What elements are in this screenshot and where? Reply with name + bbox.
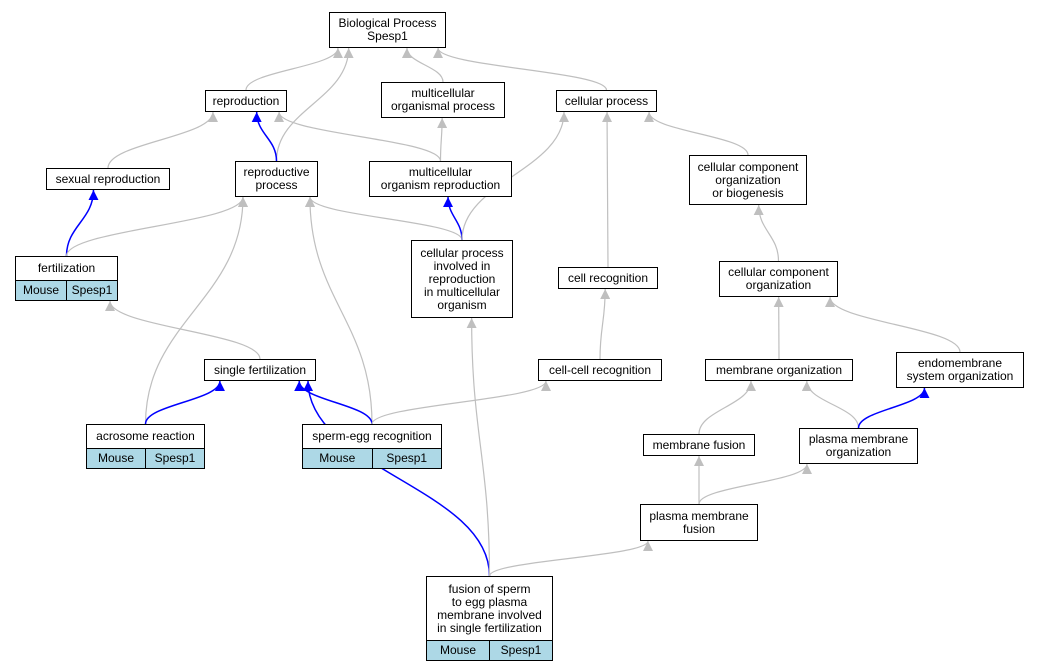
node-plasma-membrane-organization[interactable]: plasma membrane organization: [799, 428, 918, 464]
edge-reproductive-process-to-reproduction: [251, 111, 278, 162]
edge-cell-recognition-to-cellular-process: [602, 111, 613, 268]
annotation-row: Mouse Spesp1: [427, 640, 552, 660]
annotation-organism[interactable]: Mouse: [22, 283, 60, 297]
node-cell-recognition[interactable]: cell recognition: [558, 267, 658, 289]
edge-sperm-egg-recognition-to-single-fertilization: [294, 380, 373, 425]
edge-cellular-component-organization-to-cellular-component-org-or-biogenesis: [753, 204, 780, 262]
annotation-row: Mouse Spesp1: [303, 448, 441, 468]
edge-cellular-process-to-bp: [433, 47, 608, 91]
annotation-row: Mouse Spesp1: [16, 280, 117, 300]
node-label: cellular process: [564, 93, 649, 108]
edge-fusion-of-sperm-to-cellular-process-involved-in-reproduction: [466, 317, 491, 577]
node-label: fusion of sperm to egg plasma membrane i…: [437, 581, 542, 635]
node-label: cellular component organization: [728, 265, 829, 292]
node-label: single fertilization: [213, 362, 307, 377]
edge-sperm-egg-recognition-to-reproductive-process: [304, 196, 373, 425]
edge-cellular-component-org-or-biogenesis-to-cellular-process: [644, 111, 749, 156]
annotation-organism[interactable]: Mouse: [97, 451, 135, 465]
node-label: membrane fusion: [652, 437, 746, 452]
node-label: Biological Process Spesp1: [338, 16, 437, 43]
node-label: cellular component organization or bioge…: [697, 159, 799, 200]
edge-plasma-membrane-organization-to-membrane-organization: [801, 380, 860, 429]
edge-reproductive-process-to-bp: [275, 47, 354, 162]
edge-fusion-of-sperm-to-plasma-membrane-fusion: [488, 540, 653, 577]
node-fertilization[interactable]: fertilization Mouse Spesp1: [15, 256, 118, 301]
edge-fusion-of-sperm-to-single-fertilization: [303, 380, 491, 577]
edge-sexual-reproduction-to-reproduction: [107, 111, 218, 169]
node-label: fertilization: [37, 261, 96, 275]
node-label: plasma membrane fusion: [649, 508, 749, 536]
node-cellular-process[interactable]: cellular process: [556, 90, 657, 112]
edge-multicellular-organismal-process-to-bp: [401, 47, 444, 83]
node-label: endomembrane system organization: [906, 356, 1014, 383]
node-single-fertilization[interactable]: single fertilization: [204, 359, 316, 381]
edge-cellular-process-involved-in-reproduction-to-reproductive-process: [305, 196, 463, 241]
node-cellular-component-organization[interactable]: cellular component organization: [719, 261, 838, 297]
annotation-organism[interactable]: Mouse: [319, 451, 356, 465]
annotation-organism[interactable]: Mouse: [439, 643, 477, 657]
node-label: reproduction: [212, 93, 280, 108]
edge-cell-cell-recognition-to-cell-recognition: [599, 288, 611, 360]
node-label: multicellular organismal process: [390, 86, 496, 113]
edge-cellular-process-involved-in-reproduction-to-cellular-process: [461, 111, 569, 241]
node-membrane-organization[interactable]: membrane organization: [705, 359, 853, 381]
node-label: reproductive process: [243, 165, 310, 192]
node-plasma-membrane-fusion[interactable]: plasma membrane fusion: [640, 504, 758, 541]
edge-plasma-membrane-fusion-to-plasma-membrane-organization: [698, 463, 812, 505]
edge-multicellular-organism-reproduction-to-reproduction: [274, 111, 442, 162]
annotation-row: Mouse Spesp1: [87, 448, 204, 468]
node-label: sexual reproduction: [55, 171, 161, 186]
node-cellular-process-involved-in-reproduction[interactable]: cellular process involved in reproductio…: [411, 240, 513, 318]
node-sperm-egg-recognition[interactable]: sperm-egg recognition Mouse Spesp1: [302, 424, 442, 469]
edge-plasma-membrane-organization-to-endomembrane-system-organization: [857, 387, 930, 429]
node-label: acrosome reaction: [96, 429, 195, 443]
node-label: sperm-egg recognition: [312, 429, 432, 443]
node-reproduction[interactable]: reproduction: [205, 90, 287, 112]
node-multicellular-organismal-process[interactable]: multicellular organismal process: [381, 82, 505, 118]
annotation-gene[interactable]: Spesp1: [489, 641, 552, 660]
node-label: cell recognition: [567, 270, 649, 285]
edge-fertilization-to-sexual-reproduction: [65, 189, 99, 257]
node-membrane-fusion[interactable]: membrane fusion: [643, 434, 755, 456]
edge-membrane-fusion-to-membrane-organization: [698, 380, 756, 435]
node-multicellular-organism-reproduction[interactable]: multicellular organism reproduction: [369, 161, 512, 197]
node-fusion-of-sperm-to-egg-plasma-membrane[interactable]: fusion of sperm to egg plasma membrane i…: [426, 576, 553, 661]
annotation-gene[interactable]: Spesp1: [66, 281, 117, 300]
node-label: cell-cell recognition: [548, 362, 652, 377]
edge-multicellular-organism-reproduction-to-multicellular-organismal-process: [437, 117, 448, 162]
node-endomembrane-system-organization[interactable]: endomembrane system organization: [896, 352, 1024, 388]
edge-acrosome-reaction-to-single-fertilization: [144, 380, 225, 425]
node-sexual-reproduction[interactable]: sexual reproduction: [46, 168, 170, 190]
node-acrosome-reaction[interactable]: acrosome reaction Mouse Spesp1: [86, 424, 205, 469]
annotation-gene[interactable]: Spesp1: [371, 449, 442, 468]
node-label: multicellular organism reproduction: [380, 165, 501, 192]
edge-fertilization-to-reproductive-process: [65, 196, 248, 257]
node-label: plasma membrane organization: [808, 432, 909, 459]
edge-acrosome-reaction-to-reproductive-process: [144, 196, 248, 425]
edge-sperm-egg-recognition-to-cell-cell-recognition: [371, 380, 551, 425]
edge-single-fertilization-to-fertilization: [105, 300, 261, 360]
edge-endomembrane-system-organization-to-cellular-component-organization: [825, 296, 961, 353]
node-cellular-component-organization-or-biogenesis[interactable]: cellular component organization or bioge…: [689, 155, 807, 205]
node-biological-process[interactable]: Biological Process Spesp1: [329, 12, 446, 48]
edge-reproduction-to-bp: [245, 47, 343, 91]
edge-cellular-process-involved-in-reproduction-to-multicellular-organism-reproduction: [443, 196, 463, 241]
node-label: cellular process involved in reproductio…: [420, 245, 504, 312]
annotation-gene[interactable]: Spesp1: [145, 449, 204, 468]
node-label: membrane organization: [715, 362, 843, 377]
node-cell-cell-recognition[interactable]: cell-cell recognition: [538, 359, 662, 381]
node-reproductive-process[interactable]: reproductive process: [235, 161, 318, 197]
